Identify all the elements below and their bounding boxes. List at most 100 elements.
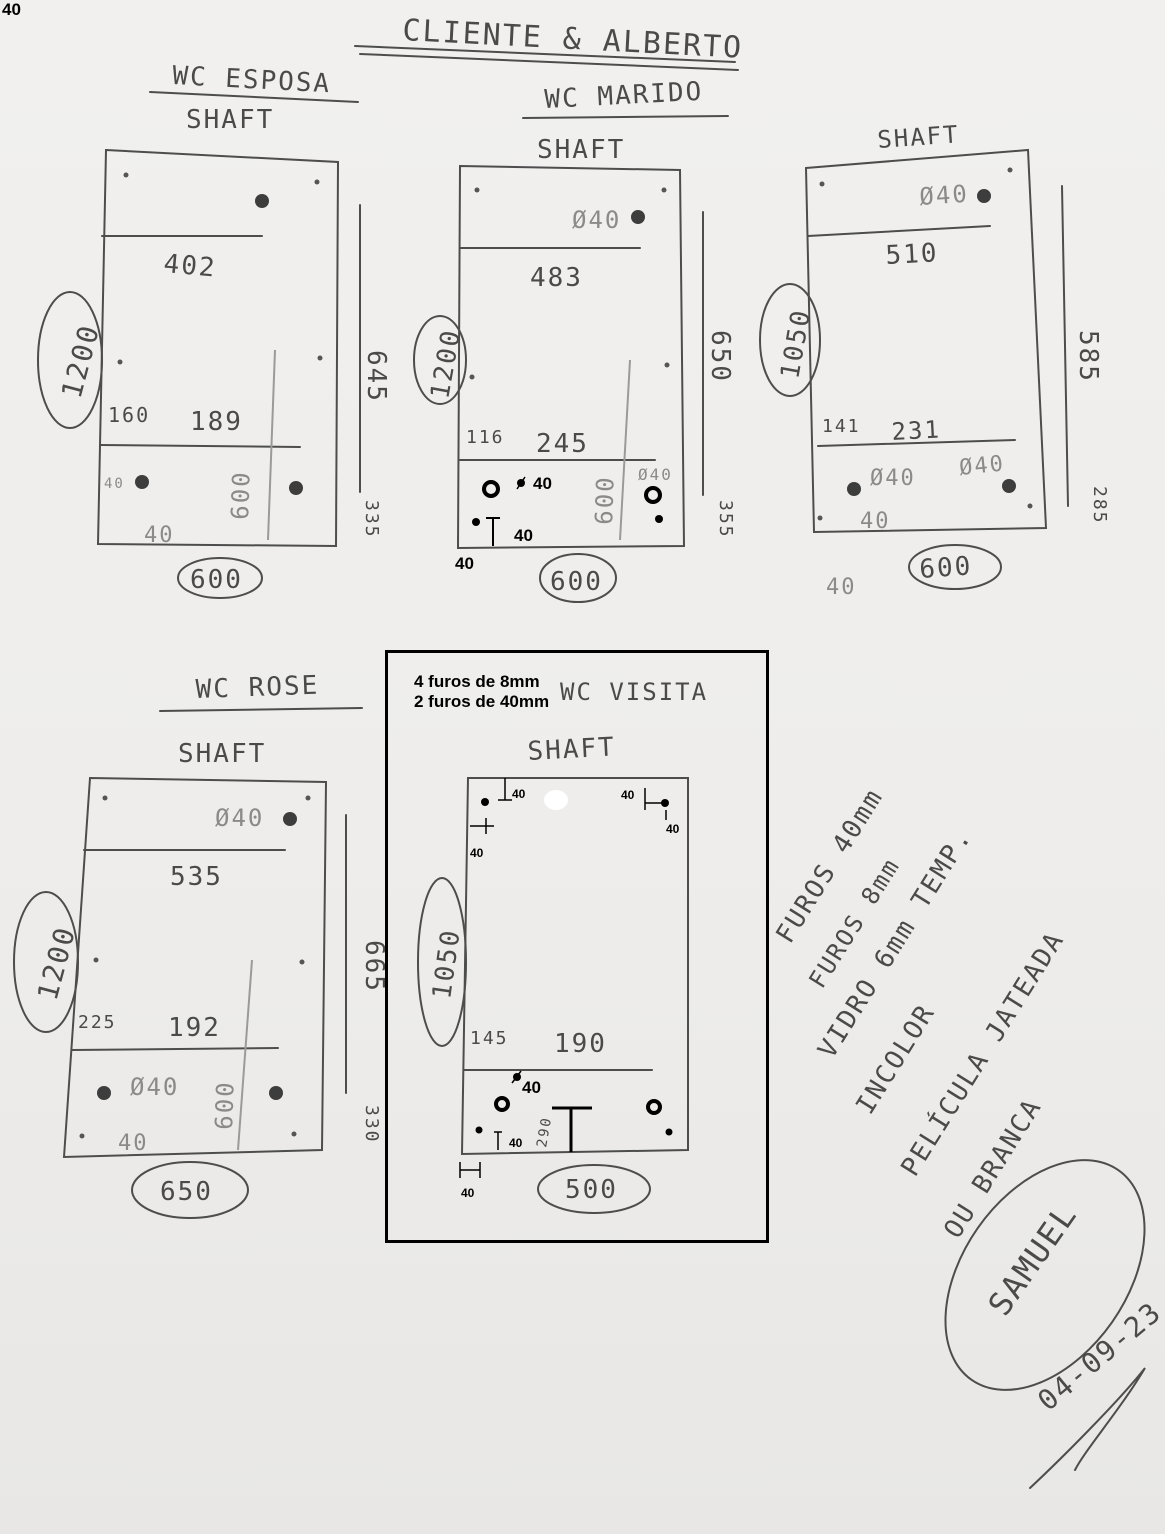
dim-left-offset: 116 [466, 427, 505, 448]
overlay-note-40mm: 2 furos de 40mm [414, 692, 550, 711]
dim-edge-b: 40 [144, 523, 175, 548]
hole-40mm [494, 1096, 510, 1112]
hole-8mm [291, 1131, 297, 1137]
dim-lower: 330 [361, 1105, 382, 1144]
typed-dim: 40 [522, 1078, 541, 1097]
date: 04-09-23 [1031, 1295, 1165, 1417]
panel-wc-rose: WC ROSE SHAFT Ø40 535 225 192 665 330 60… [13, 671, 389, 1219]
dim-hole: Ø40 [215, 804, 264, 832]
typed-dim: 40 [666, 822, 680, 836]
typed-dim: 40 [461, 1186, 475, 1200]
hole-8mm [314, 179, 320, 185]
panel-name: WC ROSE [195, 671, 320, 705]
overlay-note-8mm: 4 furos de 8mm [414, 672, 540, 691]
dim-lower: 290 [534, 1115, 555, 1149]
hole-8mm [661, 187, 667, 193]
shaft-label: SHAFT [527, 732, 617, 767]
hole-40mm [289, 481, 303, 495]
diameter-slash [511, 1070, 522, 1084]
dim-width: 650 [160, 1177, 213, 1207]
glass-outline [62, 776, 328, 1159]
corner-label: 40 [2, 0, 21, 19]
dim-left-offset: 160 [108, 403, 150, 427]
side-note: FUROS 40mm [770, 783, 889, 949]
dim-left-offset: 145 [470, 1028, 509, 1049]
dim-width: 500 [565, 1175, 618, 1205]
diameter-slash [516, 476, 526, 490]
hole-8mm [305, 795, 311, 801]
shaft-label: SHAFT [537, 135, 625, 165]
shaft-label: SHAFT [876, 120, 960, 154]
dim-edge-a: 40 [860, 509, 891, 534]
hole-8mm [117, 359, 123, 365]
hole-8mm [123, 172, 129, 178]
dim-lower: 285 [1089, 486, 1110, 525]
panel-unnamed: SHAFT Ø40 510 141 231 585 285 Ø40 Ø40 40… [759, 120, 1110, 600]
dim-top-span: 510 [885, 238, 939, 271]
side-note: PELÍCULA JATEADA [894, 925, 1071, 1181]
hole-8mm [472, 518, 480, 526]
hole-8mm [817, 515, 823, 521]
hole-8mm [655, 515, 663, 523]
dim-mid-span: 192 [168, 1013, 221, 1043]
dim-hole: Ø40 [918, 180, 969, 211]
dim-hole-b: Ø40 [870, 466, 916, 491]
width-circle [539, 553, 617, 603]
dim-diag: 600 [226, 470, 256, 520]
dim-diag: 600 [210, 1080, 240, 1130]
hole-40mm [644, 486, 662, 504]
panel-name-underline [522, 115, 729, 119]
hole-8mm [1027, 503, 1033, 509]
dim-mid-span: 190 [554, 1029, 607, 1059]
dim-mid-span: 189 [190, 407, 243, 437]
height-circle [413, 315, 467, 405]
glass-outline [456, 164, 686, 550]
annotation-box [385, 650, 769, 1243]
height-circle [759, 283, 821, 397]
dim-top-span: 535 [170, 862, 223, 892]
dim-width: 600 [918, 551, 973, 585]
dim-upper: 645 [361, 350, 391, 403]
width-circle [908, 544, 1002, 590]
typed-dim: 40 [512, 787, 526, 801]
hole-8mm [1007, 167, 1013, 173]
diag-dim-line [267, 349, 276, 541]
typed-dim: 40 [533, 474, 552, 493]
title-underline-2 [359, 53, 739, 71]
width-circle [537, 1164, 651, 1214]
panel-wc-visita: WC VISITA SHAFT 145 190 1050 500 290 40 … [417, 678, 706, 1214]
hole-8mm [79, 1133, 85, 1139]
signature-flourish [1029, 1367, 1146, 1489]
dim-edge-a: 40 [104, 476, 125, 492]
hole-40mm [977, 189, 991, 203]
hole-8mm [469, 374, 475, 380]
hole-8mm [481, 798, 489, 806]
height-circle [417, 877, 467, 1047]
hole-8mm [475, 1126, 483, 1134]
panel-wc-esposa: WC ESPOSA SHAFT 402 160 189 645 335 600 … [37, 61, 391, 599]
hole-8mm [819, 181, 825, 187]
hole-8mm [102, 795, 108, 801]
hole-8mm [317, 355, 323, 361]
dim-line [99, 444, 301, 448]
side-notes: FUROS 40mm FUROS 8mm VIDRO 6mm TEMP. INC… [770, 783, 1165, 1489]
typed-dim: 40 [514, 526, 533, 545]
dim-line [807, 225, 991, 237]
dim-top-span: 483 [530, 263, 583, 293]
hole-40mm [847, 482, 861, 496]
hole-8mm [474, 187, 480, 193]
dim-mid-span: 245 [536, 429, 589, 459]
glass-outline [96, 148, 340, 548]
dim-line [817, 439, 1016, 447]
panel-wc-marido: WC MARIDO SHAFT Ø40 483 116 245 650 355 … [413, 77, 736, 603]
shaft-label: SHAFT [186, 105, 274, 135]
panel-name: WC MARIDO [544, 77, 704, 115]
dim-line [71, 1047, 279, 1051]
panel-name-underline [159, 707, 363, 712]
dim-upper: 585 [1073, 330, 1103, 383]
hole-40mm [482, 480, 500, 498]
dim-hole: Ø40 [572, 206, 621, 234]
hole-40mm [269, 1086, 283, 1100]
dim-mid-span: 231 [891, 415, 942, 446]
